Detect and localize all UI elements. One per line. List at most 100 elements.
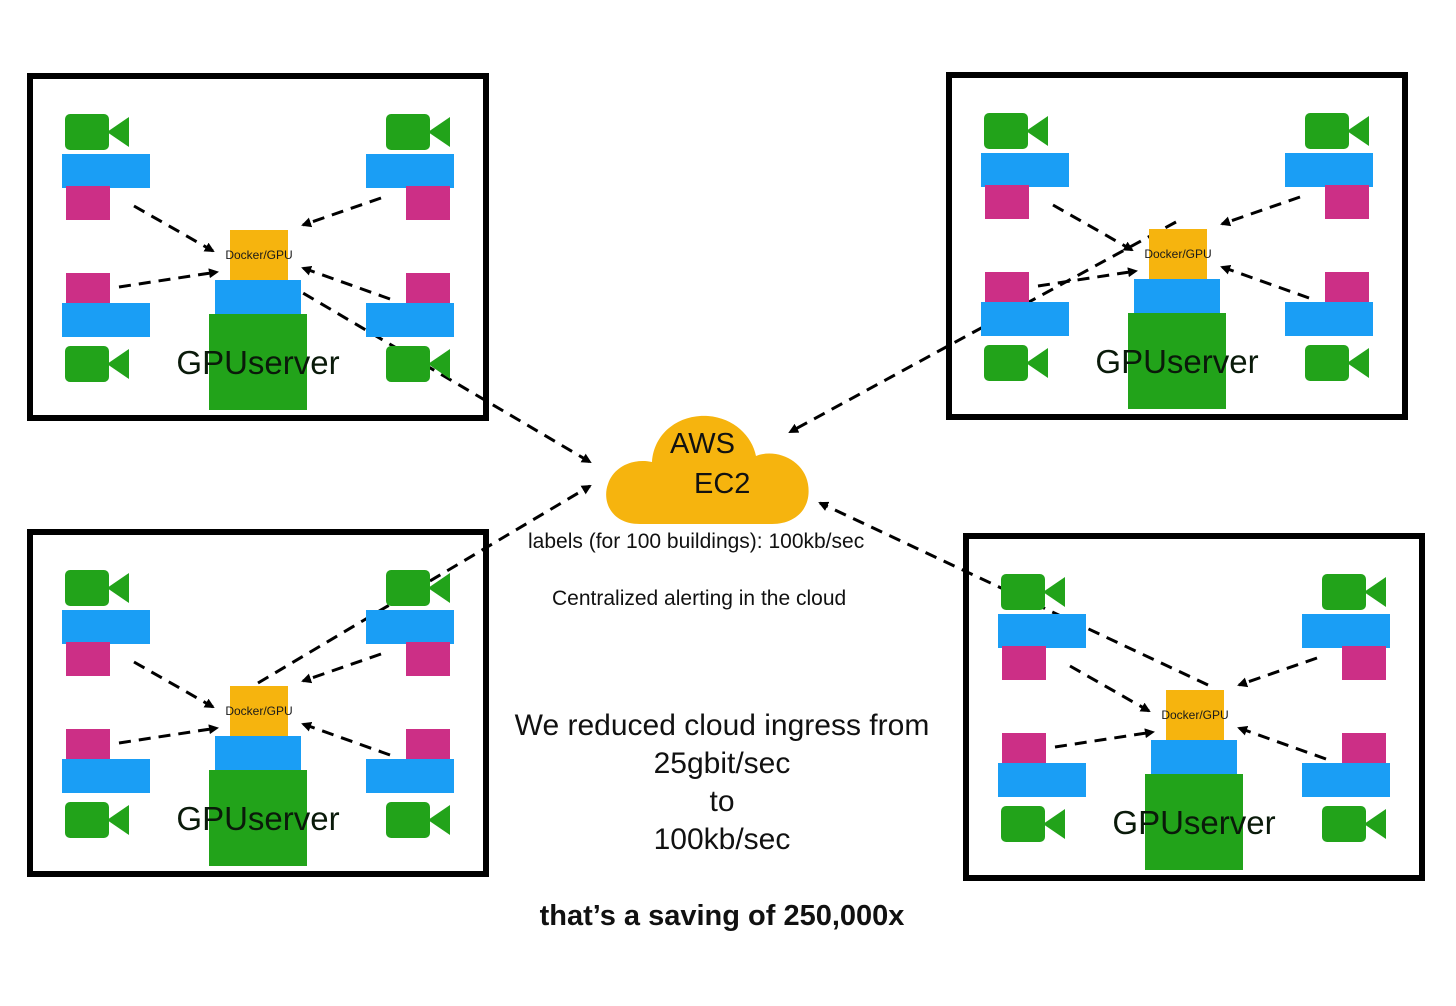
- video-camera-icon: [65, 570, 129, 606]
- dashed-arrow: [1037, 267, 1138, 288]
- gpu-server-text: GPU: [176, 799, 248, 837]
- bac-agent-label: [998, 763, 1086, 797]
- wasm-module: [406, 273, 450, 307]
- bac-agent-label: [981, 302, 1069, 336]
- dashed-arrow: [133, 660, 215, 709]
- bac-agent-label: [366, 759, 454, 793]
- dashed-arrow: [301, 196, 382, 228]
- reduction-line-2: 25gbit/sec: [653, 747, 791, 780]
- dashed-arrow: [1052, 203, 1134, 252]
- building-box: [27, 73, 489, 421]
- wasm-module: [985, 185, 1029, 219]
- video-camera-icon: [984, 345, 1048, 381]
- bac-agent-label: [366, 154, 454, 188]
- docker-gpu-text: GPU: [266, 704, 293, 718]
- dashed-arrow: [133, 204, 215, 253]
- wasm-module: [1325, 185, 1369, 219]
- video-camera-icon: [1305, 113, 1369, 149]
- gpu-server-text: server: [1183, 803, 1276, 841]
- gpu-server-text: GPU: [176, 343, 248, 381]
- cloud-icon: [606, 415, 809, 524]
- cloud-label-ec2: EC2: [694, 468, 751, 500]
- dashed-arrow: [301, 652, 382, 684]
- reduction-line-4: 100kb/sec: [653, 823, 791, 856]
- video-camera-icon: [1305, 345, 1369, 381]
- wasm-module: [406, 186, 450, 220]
- video-camera-icon: [984, 113, 1048, 149]
- gpu-server-text: GPU: [1112, 803, 1184, 841]
- wasm-module: [1342, 646, 1386, 680]
- wasm-module: [66, 273, 110, 307]
- aws-cloud: AWS EC2: [600, 392, 812, 528]
- reduction-line-3: to: [709, 785, 735, 818]
- building-box: [963, 533, 1425, 881]
- gpu-server-text: server: [247, 343, 340, 381]
- saving-text: that’s a saving of 250,000x: [539, 900, 905, 932]
- video-camera-icon: [65, 802, 129, 838]
- gpu-server-text: GPU: [1095, 342, 1167, 380]
- wasm-module: [1325, 272, 1369, 306]
- wasm-module: [406, 729, 450, 763]
- dashed-arrow: [1220, 195, 1301, 227]
- bac-agent-label: [366, 610, 454, 644]
- gpu-bac-agent: [215, 736, 301, 770]
- gpu-bac-agent: [1134, 279, 1220, 313]
- docker-gpu-box: Docker/GPU: [1161, 690, 1229, 740]
- dashed-arrow: [257, 484, 592, 685]
- wasm-module: [66, 729, 110, 763]
- wasm-module: [1002, 733, 1046, 767]
- wasm-module: [66, 642, 110, 676]
- docker-gpu-box: Docker/GPU: [225, 686, 293, 736]
- bac-agent-label: [62, 610, 150, 644]
- dashed-arrow: [1220, 264, 1310, 300]
- wasm-module: [985, 272, 1029, 306]
- docker-gpu-box: Docker/GPU: [1144, 229, 1212, 279]
- video-camera-icon: [386, 114, 450, 150]
- bac-agent-label: [62, 759, 150, 793]
- gpu-bac-agent: [1151, 740, 1237, 774]
- video-camera-icon: [386, 570, 450, 606]
- docker-gpu-text: Docker/: [225, 248, 267, 262]
- gpu-server-text: server: [247, 799, 340, 837]
- dashed-arrow: [788, 220, 1177, 434]
- docker-gpu-text: Docker/: [1144, 247, 1186, 261]
- video-camera-icon: [1322, 806, 1386, 842]
- bac-agent-label: [1302, 614, 1390, 648]
- bac-agent-label: [981, 153, 1069, 187]
- dashed-arrow: [301, 721, 391, 757]
- dashed-arrow: [818, 501, 1209, 687]
- dashed-arrow: [1237, 656, 1318, 688]
- building-box: [27, 529, 489, 877]
- centralized-alerting: Centralized alerting in the cloud: [552, 587, 847, 610]
- bac-agent-label: [62, 154, 150, 188]
- dashed-arrow: [301, 265, 391, 301]
- bac-agent-label: [1285, 302, 1373, 336]
- building-box: [946, 72, 1408, 420]
- dashed-arrow: [1054, 728, 1155, 749]
- wasm-module: [406, 642, 450, 676]
- gpu-server-text: server: [1166, 342, 1259, 380]
- reduction-line-1: We reduced cloud ingress from: [514, 709, 930, 742]
- bac-agent-label: [366, 303, 454, 337]
- video-camera-icon: [65, 346, 129, 382]
- cloud-labels-rate: labels (for 100 buildings): 100kb/sec: [528, 530, 865, 553]
- cloud-label-aws: AWS: [670, 428, 735, 460]
- bac-agent-label: [1302, 763, 1390, 797]
- docker-gpu-text: GPU: [1202, 708, 1229, 722]
- bac-agent-label: [998, 614, 1086, 648]
- bac-agent-label: [62, 303, 150, 337]
- gpu-bac-agent: [215, 280, 301, 314]
- dashed-arrow: [118, 268, 219, 289]
- wasm-module: [1342, 733, 1386, 767]
- dashed-arrow: [1069, 664, 1151, 713]
- docker-gpu-text: Docker/: [1161, 708, 1203, 722]
- docker-gpu-text: Docker/: [225, 704, 267, 718]
- wasm-module: [1002, 646, 1046, 680]
- wasm-module: [66, 186, 110, 220]
- video-camera-icon: [1322, 574, 1386, 610]
- docker-gpu-box: Docker/GPU: [225, 230, 293, 280]
